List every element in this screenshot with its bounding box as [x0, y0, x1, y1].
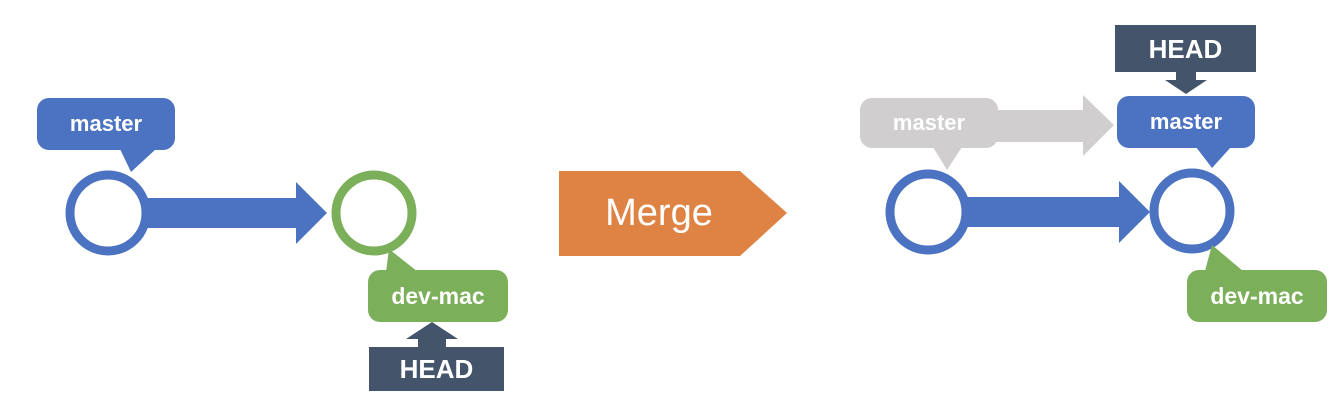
devmac-branch-label-after: dev-mac [1187, 270, 1327, 322]
devmac-bubble-tail-after [1205, 245, 1243, 271]
master-branch-label-text-after: master [1149, 109, 1223, 134]
merge-action-label: Merge [559, 171, 759, 256]
master-branch-label-after: master [1117, 96, 1255, 148]
old-master-branch-label-text-after: master [892, 110, 966, 135]
head-pointer-arrow-before [406, 322, 458, 349]
commit-node-1-before [65, 170, 151, 256]
commit-arrow-before [146, 182, 327, 244]
master-bubble-tail-after [1196, 147, 1231, 168]
head-label-after: HEAD [1115, 25, 1256, 72]
old-master-branch-label-after: master [860, 98, 998, 148]
master-bubble-tail-before [120, 149, 156, 172]
head-pointer-arrow-after [1165, 71, 1207, 94]
devmac-bubble-tail-before [386, 249, 418, 272]
old-master-bubble-tail-after [933, 147, 962, 170]
head-label-text-after: HEAD [1148, 33, 1223, 64]
commit-node-2-before [331, 170, 417, 256]
commit-arrow-after [966, 181, 1150, 243]
commit-node-1-after [885, 169, 971, 255]
master-branch-label-before: master [37, 98, 175, 150]
head-label-before: HEAD [369, 347, 504, 391]
devmac-branch-label-text-before: dev-mac [391, 282, 485, 309]
merge-action-pentagon [559, 171, 787, 256]
head-label-text-before: HEAD [399, 354, 474, 384]
devmac-branch-label-text-after: dev-mac [1210, 282, 1304, 309]
devmac-branch-label-before: dev-mac [368, 270, 508, 322]
commit-node-2-after [1149, 168, 1235, 254]
old-master-move-arrow-after [996, 95, 1114, 156]
master-branch-label-text-before: master [69, 111, 143, 136]
merge-action-label-text: Merge [605, 192, 713, 234]
